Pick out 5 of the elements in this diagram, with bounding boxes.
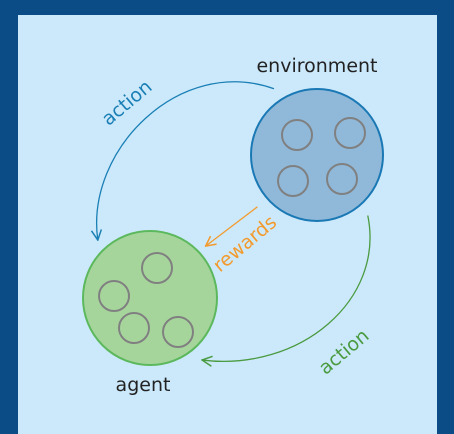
curved-arrow <box>92 81 274 241</box>
curved-arrow <box>204 206 258 247</box>
curved-arrow <box>201 215 371 366</box>
node-label: agent <box>116 374 170 396</box>
node-label: environment <box>256 55 378 77</box>
